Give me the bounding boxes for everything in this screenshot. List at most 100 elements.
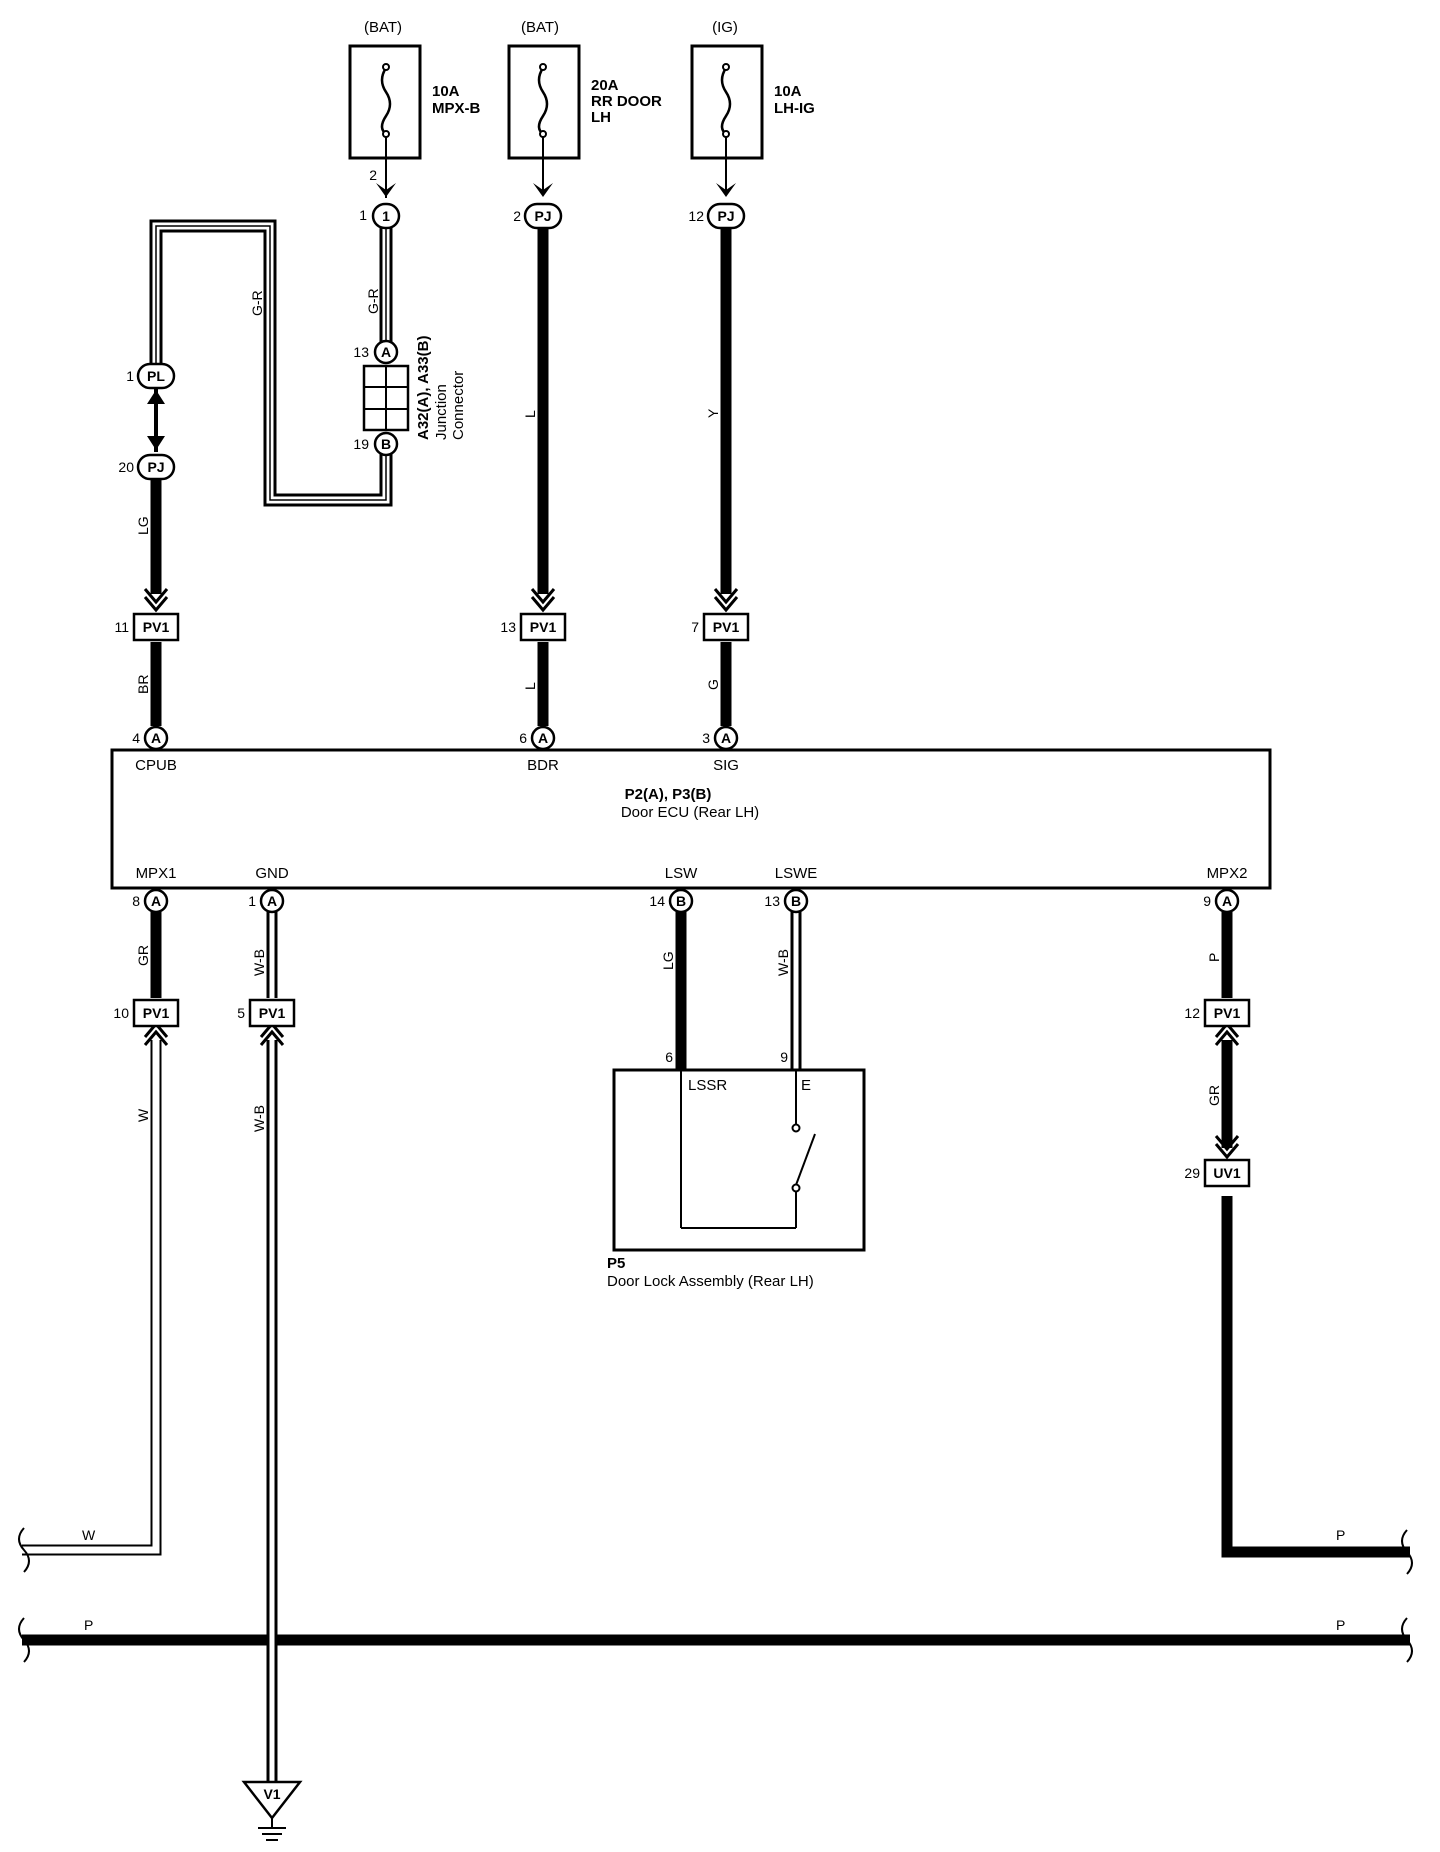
pin-gnd: 1 <box>248 893 256 909</box>
connector-pv1-mpx2-label: PV1 <box>1214 1005 1241 1021</box>
pin-cpub: 4 <box>132 730 140 746</box>
connector-pj-fuse3: PJ <box>706 202 746 230</box>
wire-label-l-lower: L <box>522 682 538 690</box>
junction-connector-id: A32(A), A33(B) <box>415 336 432 440</box>
connector-jc-b-label: B <box>381 436 391 452</box>
ecu-name: Door ECU (Rear LH) <box>621 804 759 821</box>
ecu-id: P2(A), P3(B) <box>625 786 712 803</box>
connector-pj-fuse3-label: PJ <box>717 208 734 224</box>
pin-pv1-gnd: 5 <box>237 1005 245 1021</box>
door-lock-id: P5 <box>607 1255 625 1272</box>
connector-jc-a: A <box>373 339 399 365</box>
pin-pv1-bdr: 13 <box>500 619 516 635</box>
pin-jc-b: 19 <box>353 436 369 452</box>
wire-label-p-right: P <box>1336 1527 1345 1543</box>
wire-g-r-loop <box>149 219 393 507</box>
pin-mpx1: 8 <box>132 893 140 909</box>
fuse-1-source: (BAT) <box>364 19 402 36</box>
connector-uv1-label: UV1 <box>1213 1165 1240 1181</box>
wire-label-w-b-lswe: W-B <box>775 949 791 976</box>
pin-pj-left: 20 <box>118 459 134 475</box>
connector-pj-left-label: PJ <box>147 459 164 475</box>
fuse-3-name: LH-IG <box>774 100 815 117</box>
wire-label-br: BR <box>135 675 151 694</box>
connector-pv1-cpub: PV1 <box>132 612 180 642</box>
fuse-mpx-b: (BAT) 10A MPX-B <box>348 19 481 160</box>
connector-mpx1-a-label: A <box>151 893 161 909</box>
ground-id: V1 <box>263 1786 280 1802</box>
wire-label-lg-left: LG <box>135 516 151 535</box>
wire-label-gr-lower: GR <box>1206 1085 1222 1106</box>
pin-numbers: 2 1 2 12 13 19 1 20 11 13 7 4 6 3 8 1 14… <box>113 167 1211 1181</box>
fuse-2-name-1: RR DOOR <box>591 93 662 110</box>
wire-label-l-upper: L <box>522 410 538 418</box>
connector-pl-label: PL <box>147 368 165 384</box>
wire-label-y: Y <box>705 408 721 418</box>
connector-lswe-b-label: B <box>791 893 801 909</box>
fuse-2-rating: 20A <box>591 77 619 94</box>
connector-gnd-a: A <box>259 888 285 914</box>
connector-bdr-a: A <box>530 725 556 751</box>
wire-label-w-b-gnd: W-B <box>251 949 267 976</box>
fuse-2-name-2: LH <box>591 109 611 126</box>
lock-terminal-e: E <box>801 1077 811 1094</box>
connector-mpx2-a: A <box>1214 888 1240 914</box>
fuse-3-source: (IG) <box>712 19 738 36</box>
wire-label-g-r-loop: G-R <box>249 290 265 316</box>
door-lock-name: Door Lock Assembly (Rear LH) <box>607 1273 814 1290</box>
arrow-pv1-bdr <box>530 588 556 613</box>
connector-pv1-cpub-label: PV1 <box>143 619 170 635</box>
arrow-pv1-sig <box>713 588 739 613</box>
pin-lswe: 13 <box>764 893 780 909</box>
continuation-marks <box>18 1527 1413 1663</box>
connector-c1-label: 1 <box>382 208 390 224</box>
ecu-terminal-bdr: BDR <box>527 757 559 774</box>
connector-mpx1-a: A <box>143 888 169 914</box>
connector-c1: 1 <box>371 202 401 230</box>
lock-terminal-lssr: LSSR <box>688 1077 727 1094</box>
junction-connector-name-1: Junction <box>433 384 450 440</box>
door-lock-assembly: LSSR E P5 Door Lock Assembly (Rear LH) <box>607 1068 866 1290</box>
pin-lock-lssr: 6 <box>665 1049 673 1065</box>
pin-pl: 1 <box>126 368 134 384</box>
junction-connector-name-2: Connector <box>450 371 467 440</box>
ecu-terminal-lsw: LSW <box>665 865 698 882</box>
ecu-terminal-lswe: LSWE <box>775 865 818 882</box>
connector-cpub-a: A <box>143 725 169 751</box>
ground-v1: V1 <box>241 1780 303 1841</box>
fuse-arrow-heads <box>376 183 736 197</box>
pin-uv1: 29 <box>1184 1165 1200 1181</box>
connector-jc-b: B <box>373 431 399 457</box>
fuse-leads <box>385 137 727 198</box>
wire-label-w-bottom: W <box>82 1527 96 1543</box>
connector-pj-fuse2-label: PJ <box>534 208 551 224</box>
connector-mpx2-a-label: A <box>1222 893 1232 909</box>
connector-bdr-a-label: A <box>538 730 548 746</box>
junction-connector: A32(A), A33(B) Junction Connector <box>362 336 467 440</box>
wire-color-labels: G-R G-R L Y LG BR L G GR W-B LG W-B P W … <box>82 288 1345 1633</box>
connector-uv1: UV1 <box>1203 1158 1251 1188</box>
pl-pj-link <box>147 386 165 452</box>
fuse-1-rating: 10A <box>432 83 460 100</box>
pin-fuse1-out: 2 <box>369 167 377 183</box>
connector-sig-a-label: A <box>721 730 731 746</box>
fuse-2-source: (BAT) <box>521 19 559 36</box>
connector-pl: PL <box>136 362 176 390</box>
wire-label-gr-mpx1: GR <box>135 945 151 966</box>
fuse-1-name: MPX-B <box>432 100 481 117</box>
connector-pv1-gnd-label: PV1 <box>259 1005 286 1021</box>
ecu-terminal-mpx1: MPX1 <box>136 865 177 882</box>
arrow-pv1-cpub <box>143 588 169 613</box>
pin-bdr: 6 <box>519 730 527 746</box>
connector-pv1-mpx1: PV1 <box>132 998 180 1028</box>
wire-label-w-b-lower: W-B <box>251 1105 267 1132</box>
ecu-terminal-sig: SIG <box>713 757 739 774</box>
wire-label-w-vert: W <box>135 1108 151 1122</box>
wire-w <box>22 1040 162 1556</box>
wire-label-p-mpx2: P <box>1206 953 1222 962</box>
connector-pj-left: PJ <box>136 453 176 481</box>
wire-p-right <box>1221 1196 1410 1558</box>
pin-lock-e: 9 <box>780 1049 788 1065</box>
connector-pv1-gnd: PV1 <box>248 998 296 1028</box>
